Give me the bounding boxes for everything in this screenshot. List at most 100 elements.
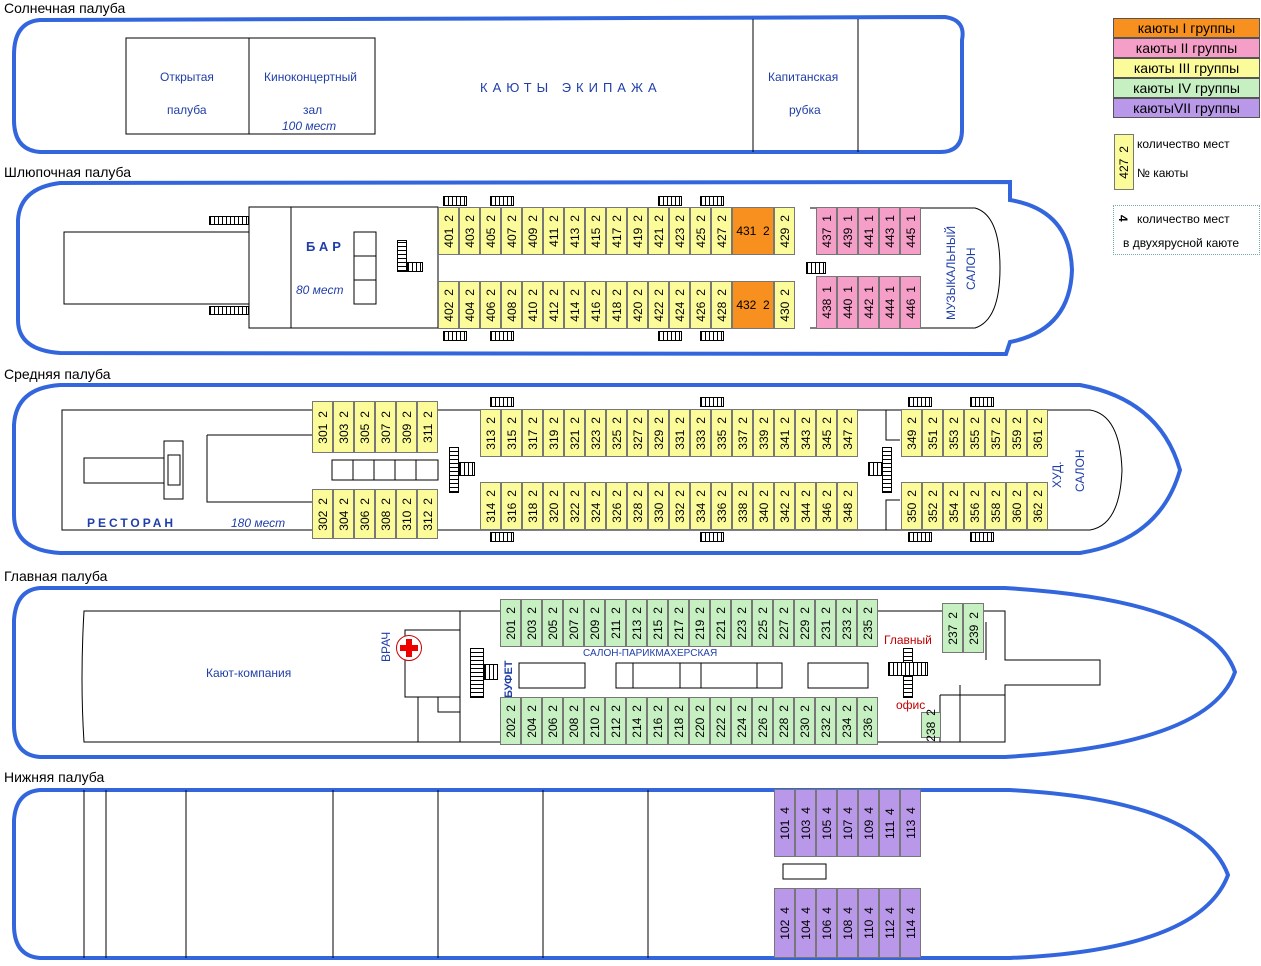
cabin-103[interactable]: 1034 xyxy=(795,789,816,857)
cabin-417[interactable]: 4172 xyxy=(606,207,627,255)
cabin-439[interactable]: 4391 xyxy=(837,207,858,255)
cabin-114[interactable]: 1144 xyxy=(900,888,921,958)
cabin-315[interactable]: 3152 xyxy=(501,409,522,457)
cabin-102[interactable]: 1024 xyxy=(774,888,795,958)
cabin-406[interactable]: 4062 xyxy=(480,281,501,329)
cabin-328[interactable]: 3282 xyxy=(627,482,648,530)
cabin-313[interactable]: 3132 xyxy=(480,409,501,457)
cabin-409[interactable]: 4092 xyxy=(522,207,543,255)
cabin-333[interactable]: 3332 xyxy=(690,409,711,457)
cabin-432[interactable]: 432 2 xyxy=(732,281,774,329)
cabin-347[interactable]: 3472 xyxy=(837,409,858,457)
cabin-230[interactable]: 2302 xyxy=(794,697,815,745)
cabin-325[interactable]: 3252 xyxy=(606,409,627,457)
cabin-327[interactable]: 3272 xyxy=(627,409,648,457)
cabin-221[interactable]: 2212 xyxy=(710,599,731,647)
cabin-213[interactable]: 2132 xyxy=(626,599,647,647)
cabin-334[interactable]: 3342 xyxy=(690,482,711,530)
cabin-401[interactable]: 4012 xyxy=(438,207,459,255)
cabin-112[interactable]: 1124 xyxy=(879,888,900,958)
cabin-355[interactable]: 3552 xyxy=(964,409,985,457)
cabin-405[interactable]: 4052 xyxy=(480,207,501,255)
cabin-223[interactable]: 2232 xyxy=(731,599,752,647)
cabin-320[interactable]: 3202 xyxy=(543,482,564,530)
cabin-331[interactable]: 3312 xyxy=(669,409,690,457)
cabin-358[interactable]: 3582 xyxy=(985,482,1006,530)
cabin-212[interactable]: 2122 xyxy=(605,697,626,745)
cabin-338[interactable]: 3382 xyxy=(732,482,753,530)
cabin-210[interactable]: 2102 xyxy=(584,697,605,745)
cabin-201[interactable]: 2012 xyxy=(500,599,521,647)
cabin-236[interactable]: 2362 xyxy=(857,697,878,745)
cabin-340[interactable]: 3402 xyxy=(753,482,774,530)
cabin-239[interactable]: 2392 xyxy=(963,603,984,653)
cabin-337[interactable]: 3372 xyxy=(732,409,753,457)
cabin-430[interactable]: 4302 xyxy=(774,281,795,329)
cabin-330[interactable]: 3302 xyxy=(648,482,669,530)
cabin-208[interactable]: 2082 xyxy=(563,697,584,745)
cabin-326[interactable]: 3262 xyxy=(606,482,627,530)
cabin-113[interactable]: 1134 xyxy=(900,789,921,857)
cabin-101[interactable]: 1014 xyxy=(774,789,795,857)
cabin-209[interactable]: 2092 xyxy=(584,599,605,647)
cabin-110[interactable]: 1104 xyxy=(858,888,879,958)
cabin-336[interactable]: 3362 xyxy=(711,482,732,530)
cabin-302[interactable]: 3022 xyxy=(312,489,333,539)
cabin-418[interactable]: 4182 xyxy=(606,281,627,329)
cabin-428[interactable]: 4282 xyxy=(711,281,732,329)
cabin-329[interactable]: 3292 xyxy=(648,409,669,457)
cabin-445[interactable]: 4451 xyxy=(900,207,921,255)
cabin-224[interactable]: 2242 xyxy=(731,697,752,745)
cabin-419[interactable]: 4192 xyxy=(627,207,648,255)
cabin-352[interactable]: 3522 xyxy=(922,482,943,530)
cabin-410[interactable]: 4102 xyxy=(522,281,543,329)
cabin-438[interactable]: 4381 xyxy=(816,276,837,329)
cabin-305[interactable]: 3052 xyxy=(354,401,375,453)
cabin-425[interactable]: 4252 xyxy=(690,207,711,255)
cabin-306[interactable]: 3062 xyxy=(354,489,375,539)
cabin-237[interactable]: 2372 xyxy=(942,603,963,653)
cabin-362[interactable]: 3622 xyxy=(1027,482,1048,530)
cabin-354[interactable]: 3542 xyxy=(943,482,964,530)
cabin-310[interactable]: 3102 xyxy=(396,489,417,539)
cabin-319[interactable]: 3192 xyxy=(543,409,564,457)
cabin-349[interactable]: 3492 xyxy=(901,409,922,457)
cabin-412[interactable]: 4122 xyxy=(543,281,564,329)
cabin-345[interactable]: 3452 xyxy=(816,409,837,457)
cabin-350[interactable]: 3502 xyxy=(901,482,922,530)
cabin-442[interactable]: 4421 xyxy=(858,276,879,329)
cabin-227[interactable]: 2272 xyxy=(773,599,794,647)
cabin-217[interactable]: 2172 xyxy=(668,599,689,647)
cabin-109[interactable]: 1094 xyxy=(858,789,879,857)
cabin-229[interactable]: 2292 xyxy=(794,599,815,647)
cabin-311[interactable]: 3112 xyxy=(417,401,438,453)
cabin-402[interactable]: 4022 xyxy=(438,281,459,329)
cabin-437[interactable]: 4371 xyxy=(816,207,837,255)
cabin-214[interactable]: 2142 xyxy=(626,697,647,745)
cabin-231[interactable]: 2312 xyxy=(815,599,836,647)
cabin-323[interactable]: 3232 xyxy=(585,409,606,457)
cabin-359[interactable]: 3592 xyxy=(1006,409,1027,457)
cabin-316[interactable]: 3162 xyxy=(501,482,522,530)
cabin-216[interactable]: 2162 xyxy=(647,697,668,745)
cabin-322[interactable]: 3222 xyxy=(564,482,585,530)
cabin-429[interactable]: 4292 xyxy=(774,207,795,255)
cabin-339[interactable]: 3392 xyxy=(753,409,774,457)
cabin-238[interactable]: 2382 xyxy=(921,709,941,741)
cabin-360[interactable]: 3602 xyxy=(1006,482,1027,530)
cabin-343[interactable]: 3432 xyxy=(795,409,816,457)
cabin-424[interactable]: 4242 xyxy=(669,281,690,329)
cabin-235[interactable]: 2352 xyxy=(857,599,878,647)
cabin-414[interactable]: 4142 xyxy=(564,281,585,329)
cabin-357[interactable]: 3572 xyxy=(985,409,1006,457)
cabin-356[interactable]: 3562 xyxy=(964,482,985,530)
cabin-408[interactable]: 4082 xyxy=(501,281,522,329)
cabin-228[interactable]: 2282 xyxy=(773,697,794,745)
cabin-225[interactable]: 2252 xyxy=(752,599,773,647)
cabin-207[interactable]: 2072 xyxy=(563,599,584,647)
cabin-422[interactable]: 4222 xyxy=(648,281,669,329)
cabin-314[interactable]: 3142 xyxy=(480,482,501,530)
cabin-219[interactable]: 2192 xyxy=(689,599,710,647)
cabin-423[interactable]: 4232 xyxy=(669,207,690,255)
cabin-215[interactable]: 2152 xyxy=(647,599,668,647)
